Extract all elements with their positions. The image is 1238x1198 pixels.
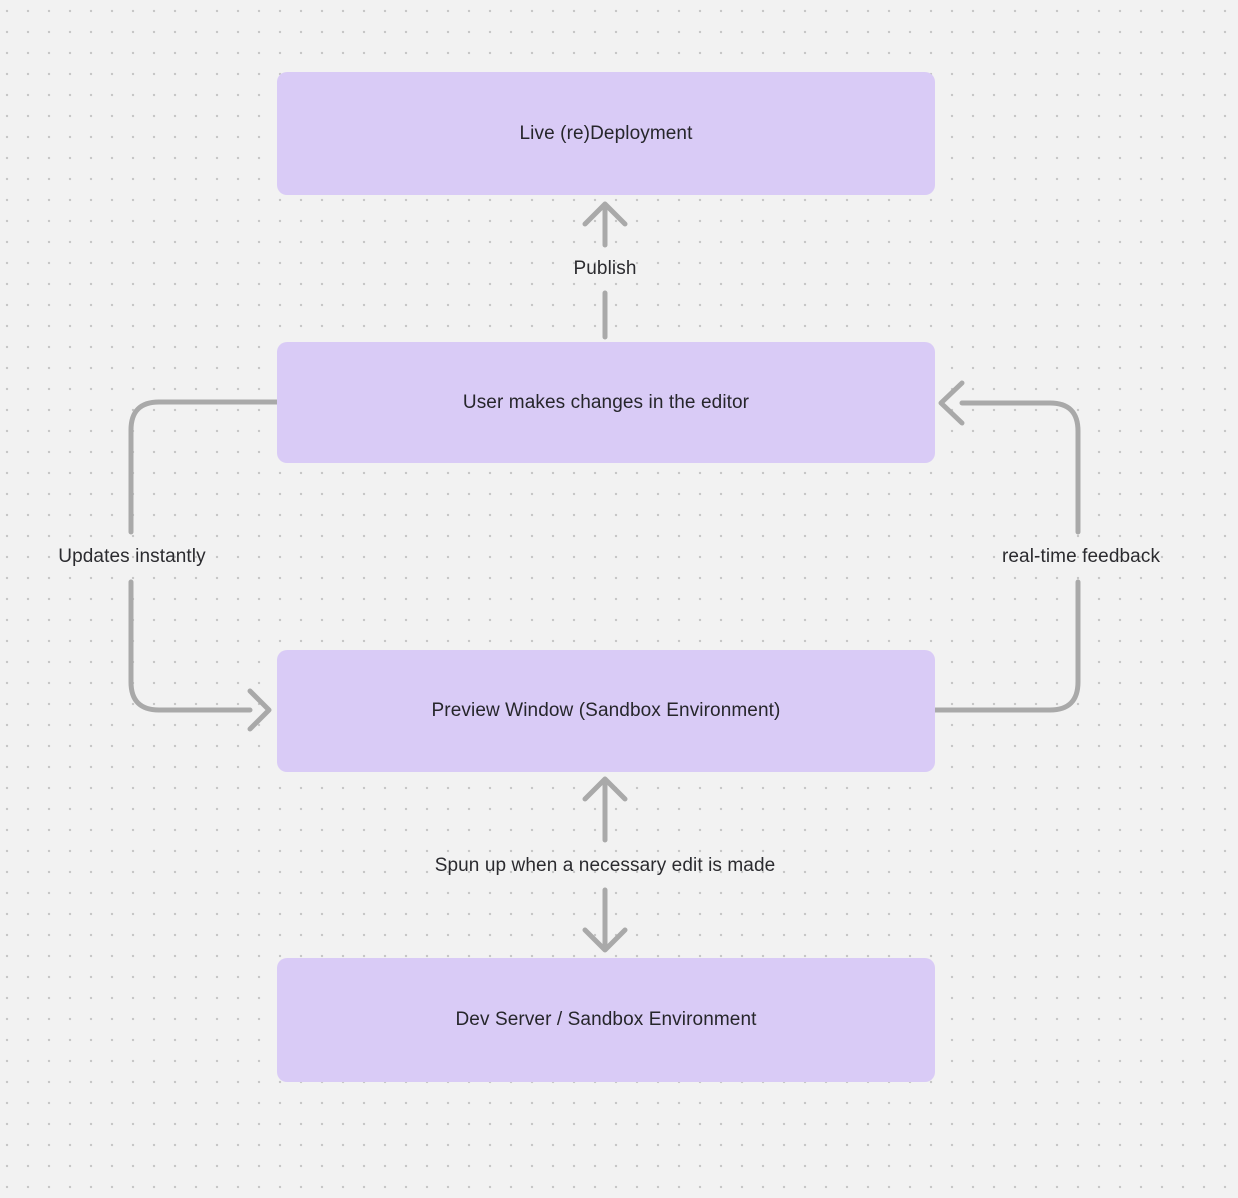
node-user-editor-label: User makes changes in the editor bbox=[462, 391, 750, 413]
node-dev-server-label: Dev Server / Sandbox Environment bbox=[455, 1009, 757, 1030]
node-dev-server[interactable]: Dev Server / Sandbox Environment bbox=[277, 958, 935, 1082]
edge-label-realtime-feedback[interactable]: real-time feedback bbox=[1001, 546, 1161, 567]
updates-arrowhead bbox=[247, 688, 272, 732]
feedback-segment-upper bbox=[959, 400, 1081, 535]
node-user-editor[interactable]: User makes changes in the editor bbox=[277, 342, 935, 463]
node-preview-window[interactable]: Preview Window (Sandbox Environment) bbox=[277, 650, 935, 772]
edge-label-updates-instantly[interactable]: Updates instantly bbox=[58, 546, 206, 567]
spunup-arrowhead-down bbox=[582, 927, 628, 953]
node-preview-window-label: Preview Window (Sandbox Environment) bbox=[431, 700, 781, 721]
spunup-arrowhead-up bbox=[582, 776, 628, 802]
feedback-arrowhead bbox=[938, 380, 965, 426]
edge-label-publish[interactable]: Publish bbox=[573, 258, 637, 279]
updates-segment-upper bbox=[128, 399, 280, 535]
node-live-redeployment[interactable]: Live (re)Deployment bbox=[277, 72, 935, 195]
node-live-redeployment-label: Live (re)Deployment bbox=[519, 122, 693, 144]
edge-label-spun-up[interactable]: Spun up when a necessary edit is made bbox=[434, 855, 776, 876]
feedback-segment-lower bbox=[932, 579, 1081, 713]
publish-arrowhead bbox=[582, 201, 628, 227]
updates-segment-lower bbox=[128, 579, 253, 713]
